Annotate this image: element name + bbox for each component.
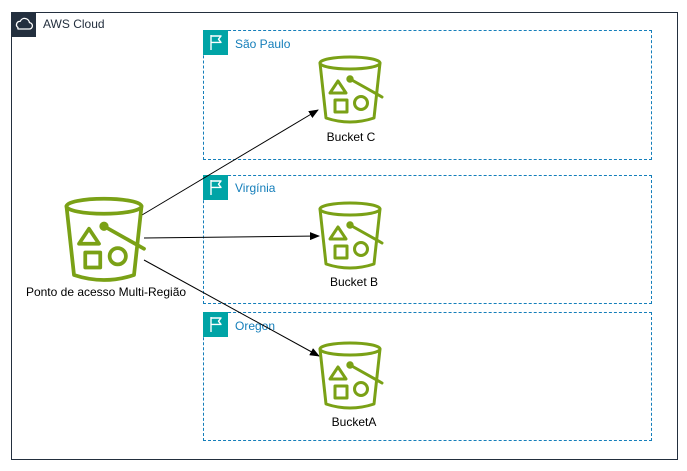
- aws-cloud-group: [11, 12, 678, 460]
- region-flag-icon: [210, 317, 222, 332]
- region-flag-badge: [203, 175, 228, 200]
- bucket-b-label: Bucket B: [329, 275, 379, 289]
- region-label-virginia: Virgínia: [235, 181, 276, 195]
- region-oregon: [203, 312, 652, 441]
- region-label-sao-paulo: São Paulo: [235, 37, 291, 51]
- s3-bucket-icon: [318, 201, 384, 270]
- s3-bucket-icon: [318, 341, 384, 410]
- bucket-a-label: BucketA: [331, 415, 377, 429]
- cloud-badge: [11, 12, 36, 37]
- access-point-label: Ponto de acesso Multi-Região: [25, 285, 187, 299]
- region-label-oregon: Oregon: [235, 319, 276, 333]
- s3-bucket-icon: [318, 55, 384, 124]
- bucket-c-label: Bucket C: [326, 130, 376, 144]
- region-flag-icon: [210, 180, 222, 195]
- region-virginia: [203, 175, 652, 304]
- region-sao-paulo: [203, 30, 652, 160]
- aws-cloud-label: AWS Cloud: [43, 17, 105, 31]
- region-flag-badge: [203, 30, 228, 55]
- region-flag-badge: [203, 312, 228, 337]
- cloud-icon: [15, 17, 34, 30]
- region-flag-icon: [210, 35, 222, 50]
- s3-bucket-icon: [64, 196, 146, 282]
- arrow-to-bucket-a: [143, 259, 320, 357]
- arrow-to-bucket-b: [143, 232, 320, 241]
- arrow-to-bucket-c: [141, 109, 319, 216]
